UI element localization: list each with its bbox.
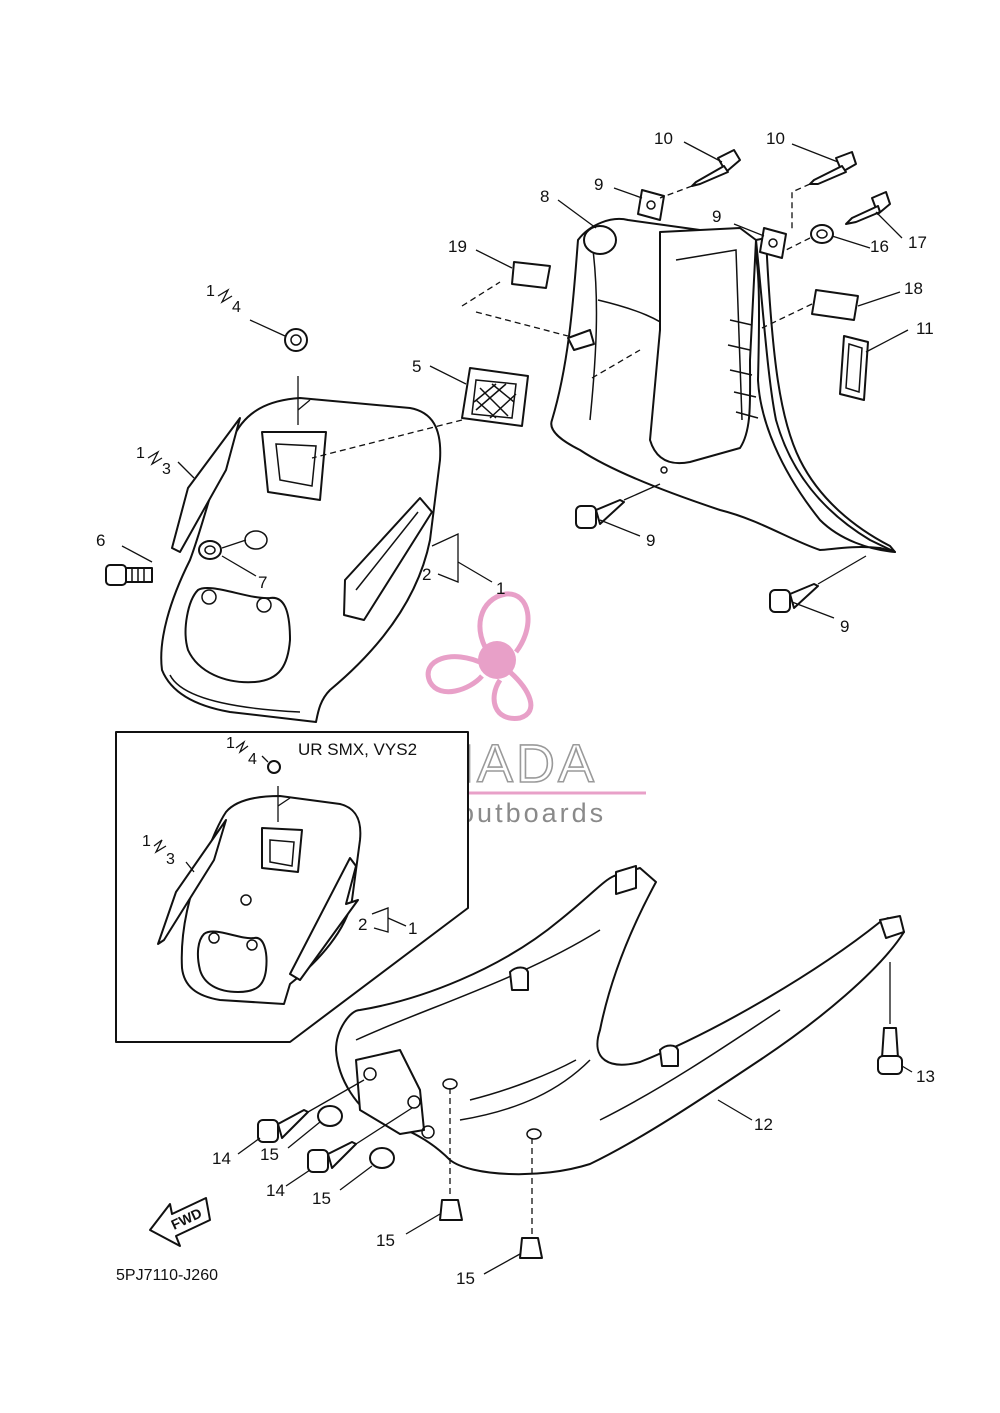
trim-strip — [755, 237, 896, 553]
inset-callout-1-sub: 1 — [142, 833, 151, 850]
leg-shield-assembly — [550, 218, 896, 553]
inset-callout-4: 4 — [248, 751, 257, 768]
callout-5: 5 — [412, 357, 421, 376]
callout-9: 9 — [840, 617, 849, 636]
callout-9: 9 — [646, 531, 655, 550]
label-decal — [511, 261, 551, 289]
diagram-code: 5PJ7110-J260 — [116, 1267, 218, 1284]
tab-part — [615, 865, 637, 895]
clip-part — [439, 1199, 463, 1221]
propeller-logo-icon — [425, 591, 534, 721]
callout-6: 6 — [96, 531, 105, 550]
hook-part — [567, 329, 595, 351]
front-cover-assembly — [160, 397, 442, 723]
speed-nut-part — [759, 227, 787, 259]
collar-part — [198, 540, 222, 560]
callout-9: 9 — [712, 207, 721, 226]
callout-3: 3 — [162, 461, 171, 478]
screw-part — [845, 191, 891, 225]
yamaha-emblem-icon — [284, 328, 308, 352]
clip-part — [369, 1147, 395, 1169]
inset-side-decal — [289, 857, 359, 981]
variant-inset: UR SMX, VYS2 — [115, 731, 469, 1043]
callout-13: 13 — [916, 1067, 935, 1086]
speed-nut-part — [637, 189, 665, 221]
inset-callout-3: 3 — [166, 851, 175, 868]
handle-cutout — [184, 587, 291, 684]
callout-12: 12 — [754, 1115, 773, 1134]
callout-7: 7 — [258, 573, 267, 592]
callout-1-sub: 1 — [136, 445, 145, 462]
mount-hole — [256, 597, 272, 613]
callout-1: 1 — [496, 579, 505, 598]
callout-19: 19 — [448, 237, 467, 256]
inset-callout-2: 2 — [358, 915, 367, 934]
callout-15: 15 — [312, 1189, 331, 1208]
callout-9: 9 — [594, 175, 603, 194]
screw-part — [575, 499, 625, 529]
fwd-arrow-icon: FWD — [149, 1197, 211, 1247]
callout-18: 18 — [904, 279, 923, 298]
screw-part — [691, 149, 741, 187]
callout-11: 11 — [916, 319, 934, 338]
clip-part — [317, 1105, 343, 1127]
bracket-part — [355, 1049, 425, 1135]
grommet-part — [583, 225, 617, 255]
inset-title: UR SMX, VYS2 — [298, 740, 417, 759]
bolt-part — [105, 564, 153, 586]
callout-2: 2 — [422, 565, 431, 584]
callout-leaders — [121, 141, 913, 1275]
callout-14: 14 — [212, 1149, 231, 1168]
callout-16: 16 — [870, 237, 889, 256]
under-cover-assembly — [335, 865, 905, 1176]
washer-part — [810, 224, 834, 244]
inset-emblem-icon — [267, 760, 281, 774]
clip-part — [519, 1237, 543, 1259]
label-decal — [811, 289, 859, 321]
callout-17: 17 — [908, 233, 927, 252]
screw-part — [307, 1141, 357, 1173]
inset-stripe-decal — [157, 819, 227, 945]
callout-15: 15 — [456, 1269, 475, 1288]
callout-1-sub: 1 — [206, 283, 215, 300]
callout-numbers: 10 10 9 9 8 19 17 16 18 11 5 6 7 2 1 9 9… — [96, 129, 935, 1288]
inset-handle-cutout — [196, 930, 268, 993]
mount-hole — [201, 589, 217, 605]
callout-4: 4 — [232, 299, 241, 316]
tab-part — [879, 915, 905, 939]
callout-8: 8 — [540, 187, 549, 206]
screw-part — [877, 1027, 903, 1075]
callout-15: 15 — [260, 1145, 279, 1164]
side-emblem-decal — [343, 497, 433, 621]
headlight-recess — [261, 431, 327, 501]
boss-part — [659, 1044, 679, 1067]
callout-14: 14 — [266, 1181, 285, 1200]
screw-part — [809, 151, 857, 185]
callout-10: 10 — [654, 129, 673, 148]
side-stripe-decal — [171, 417, 241, 553]
glovebox-box — [649, 227, 757, 465]
inset-callout-1: 1 — [408, 919, 417, 938]
inset-callout-1-sub: 1 — [226, 735, 235, 752]
callout-10: 10 — [766, 129, 785, 148]
grille-part — [461, 367, 529, 427]
callout-15: 15 — [376, 1231, 395, 1250]
boss-part — [509, 966, 529, 991]
screw-part — [769, 583, 819, 613]
